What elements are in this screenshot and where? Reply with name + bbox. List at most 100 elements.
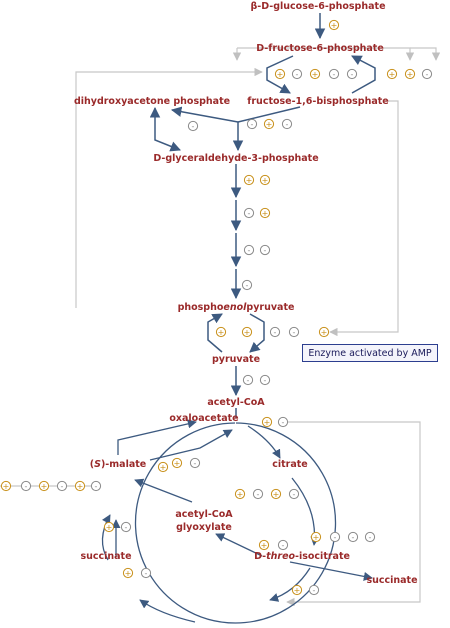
mark-circle	[241, 279, 253, 291]
mark-circle	[258, 539, 270, 551]
mark-symbol: -	[264, 376, 267, 385]
mark-circle	[259, 174, 271, 186]
mark-symbol: -	[293, 328, 296, 337]
mark-circle	[346, 68, 358, 80]
activator-mark: +	[318, 326, 330, 338]
mark-symbol: -	[145, 569, 148, 578]
mark-symbol: +	[273, 490, 280, 499]
mark-circle	[259, 207, 271, 219]
regulation-line-tca	[286, 421, 421, 607]
inhibitor-mark: -	[242, 374, 254, 386]
arrow-dhap-gap	[149, 106, 181, 152]
mark-circle	[20, 480, 32, 492]
mark-symbol: -	[248, 209, 251, 218]
inhibitor-mark: -	[281, 118, 293, 130]
mark-symbol: -	[369, 533, 372, 542]
mark-symbol: -	[257, 490, 260, 499]
mark-symbol: +	[294, 586, 301, 595]
arrow-bottom	[139, 599, 196, 623]
inhibitor-mark: -	[187, 120, 199, 132]
mark-symbol: +	[106, 523, 113, 532]
activator-mark: +	[234, 488, 246, 500]
mark-symbol: +	[266, 120, 273, 129]
mark-circle	[38, 480, 50, 492]
inhibitor-mark: -	[252, 488, 264, 500]
mark-circle	[243, 244, 255, 256]
mark-symbol: -	[25, 482, 28, 491]
mark-circle	[309, 68, 321, 80]
inhibitor-mark: -	[421, 68, 433, 80]
metabolite-labels: β-D-glucose-6-phosphate D-fructose-6-pho…	[74, 1, 418, 586]
mark-symbol: -	[125, 523, 128, 532]
arrow-mal-oaa-2	[149, 429, 233, 461]
inhibitor-mark: -	[246, 118, 258, 130]
mark-symbol: +	[244, 328, 251, 337]
label-pyruvate: pyruvate	[212, 354, 260, 365]
inhibitor-mark: -	[308, 584, 320, 596]
activator-mark: +	[386, 68, 398, 80]
mark-circle	[122, 567, 134, 579]
label-citrate: citrate	[272, 459, 308, 470]
inhibitor-mark: -	[329, 531, 341, 543]
label-fructose-6-phosphate: D-fructose-6-phosphate	[256, 43, 384, 54]
mark-circle	[157, 461, 169, 473]
mark-symbol: -	[247, 376, 250, 385]
mark-circle	[243, 207, 255, 219]
mark-symbol: +	[237, 490, 244, 499]
inhibitor-mark: -	[189, 457, 201, 469]
mark-circle	[347, 531, 359, 543]
inhibitor-mark: -	[241, 279, 253, 291]
regulation-lines	[0, 47, 441, 607]
arrow-icit-glyox	[215, 533, 263, 557]
mark-circle	[120, 521, 132, 533]
activator-mark: +	[270, 488, 282, 500]
mark-symbol: -	[246, 281, 249, 290]
mark-circle	[328, 19, 340, 31]
arrow-pyr-pep-left	[207, 313, 223, 353]
mark-circle	[291, 68, 303, 80]
mark-symbol: +	[246, 176, 253, 185]
inhibitor-mark: -	[259, 374, 271, 386]
mark-circle	[171, 457, 183, 469]
mark-circle	[404, 68, 416, 80]
mark-symbol: -	[313, 586, 316, 595]
label-malate: (S)-malate	[90, 459, 146, 470]
activator-mark: +	[404, 68, 416, 80]
inhibitor-mark: -	[56, 480, 68, 492]
arrow-f6p-fbp-left	[266, 55, 294, 94]
mark-symbol: -	[95, 482, 98, 491]
activator-mark: +	[328, 19, 340, 31]
mark-circle	[242, 374, 254, 386]
mark-circle	[187, 120, 199, 132]
arrow-citrate-icit	[291, 477, 320, 546]
mark-symbol: +	[389, 70, 396, 79]
activator-mark: +	[291, 584, 303, 596]
mark-symbol: +	[313, 533, 320, 542]
mark-symbol: +	[3, 482, 10, 491]
label-dihydroxyacetone-phosphate: dihydroxyacetone phosphate	[74, 96, 230, 107]
mark-symbol: +	[41, 482, 48, 491]
inhibitor-mark: -	[269, 326, 281, 338]
mark-circle	[328, 68, 340, 80]
mark-symbol: -	[192, 122, 195, 131]
label-isocitrate: D-threo-isocitrate	[254, 551, 350, 562]
mark-symbol: -	[296, 70, 299, 79]
mark-symbol: -	[282, 541, 285, 550]
inhibitor-mark: -	[120, 521, 132, 533]
label-fructose-bisphosphate: fructose-1,6-bisphosphate	[247, 96, 389, 107]
mark-symbol: +	[125, 569, 132, 578]
inhibitor-mark: -	[277, 416, 289, 428]
mark-circle	[269, 326, 281, 338]
label-glucose-6-phosphate: β-D-glucose-6-phosphate	[250, 1, 385, 12]
label-glyceraldehyde-3-phosphate: D-glyceraldehyde-3-phosphate	[153, 153, 318, 164]
arrow-to-dhap	[170, 106, 239, 123]
tca-circle	[134, 422, 337, 624]
inhibitor-mark: -	[364, 531, 376, 543]
mark-symbol: -	[282, 418, 285, 427]
mark-circle	[288, 326, 300, 338]
activator-mark: +	[0, 480, 12, 492]
mark-symbol: +	[407, 70, 414, 79]
inhibitor-mark: -	[20, 480, 32, 492]
mark-circle	[0, 480, 12, 492]
